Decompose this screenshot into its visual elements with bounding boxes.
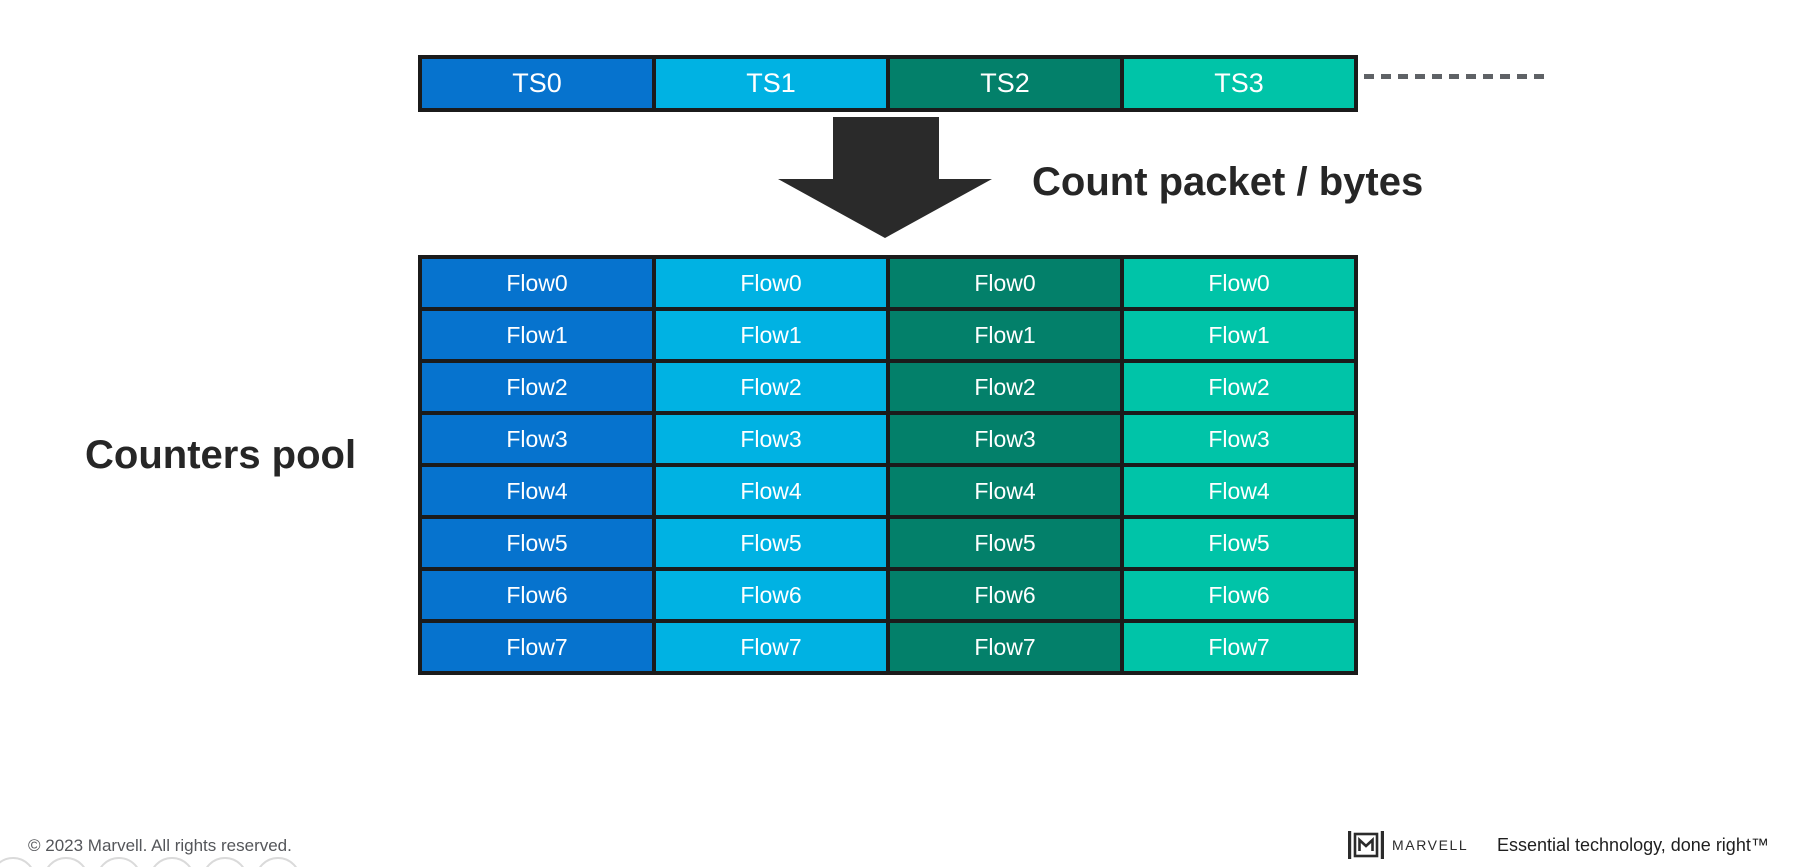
timeslot-segment: TS0 <box>422 59 652 108</box>
flow-cell: Flow4 <box>422 467 652 515</box>
flow-cell: Flow1 <box>890 311 1120 359</box>
flow-cell: Flow3 <box>422 415 652 463</box>
flow-cell: Flow4 <box>890 467 1120 515</box>
decorative-arc <box>149 857 195 867</box>
flow-cell: Flow7 <box>1124 623 1354 671</box>
flow-cell: Flow4 <box>656 467 886 515</box>
flow-cell: Flow5 <box>422 519 652 567</box>
flow-cell: Flow2 <box>656 363 886 411</box>
flow-cell: Flow7 <box>890 623 1120 671</box>
flow-cell: Flow6 <box>1124 571 1354 619</box>
decorative-arc <box>96 857 142 867</box>
flow-cell: Flow6 <box>422 571 652 619</box>
decorative-arc <box>0 857 36 867</box>
brand-name-text: MARVELL <box>1392 837 1469 853</box>
flow-cell: Flow6 <box>890 571 1120 619</box>
flow-cell: Flow6 <box>656 571 886 619</box>
flow-cell: Flow3 <box>656 415 886 463</box>
timeslot-segment: TS2 <box>890 59 1120 108</box>
flow-cell: Flow3 <box>1124 415 1354 463</box>
flow-cell: Flow4 <box>1124 467 1354 515</box>
flow-cell: Flow1 <box>422 311 652 359</box>
timeslot-segment: TS3 <box>1124 59 1354 108</box>
flow-cell: Flow2 <box>1124 363 1354 411</box>
flow-cell: Flow0 <box>890 259 1120 307</box>
flow-cell: Flow2 <box>422 363 652 411</box>
timeslot-segment: TS1 <box>656 59 886 108</box>
flow-cell: Flow7 <box>422 623 652 671</box>
decorative-arc <box>202 857 248 867</box>
flow-cell: Flow2 <box>890 363 1120 411</box>
flow-cell: Flow3 <box>890 415 1120 463</box>
decorative-arc <box>255 857 301 867</box>
brand-logo-group: MARVELL <box>1348 830 1468 860</box>
count-packet-bytes-label: Count packet / bytes <box>1032 160 1424 204</box>
counters-pool-label: Counters pool <box>85 433 357 477</box>
copyright-text: © 2023 Marvell. All rights reserved. <box>28 836 292 855</box>
decorative-arc <box>43 857 89 867</box>
flow-cell: Flow5 <box>656 519 886 567</box>
flow-cell: Flow5 <box>890 519 1120 567</box>
flow-cell: Flow7 <box>656 623 886 671</box>
flow-cell: Flow1 <box>656 311 886 359</box>
flow-cell: Flow0 <box>422 259 652 307</box>
flow-cell: Flow0 <box>1124 259 1354 307</box>
dashed-line <box>1364 74 1545 79</box>
flow-cell: Flow1 <box>1124 311 1354 359</box>
brand-tagline-text: Essential technology, done right™ <box>1497 835 1769 855</box>
down-arrow-icon <box>778 117 992 238</box>
flow-cell: Flow0 <box>656 259 886 307</box>
flow-cell: Flow5 <box>1124 519 1354 567</box>
marvell-logo-icon <box>1348 831 1384 859</box>
